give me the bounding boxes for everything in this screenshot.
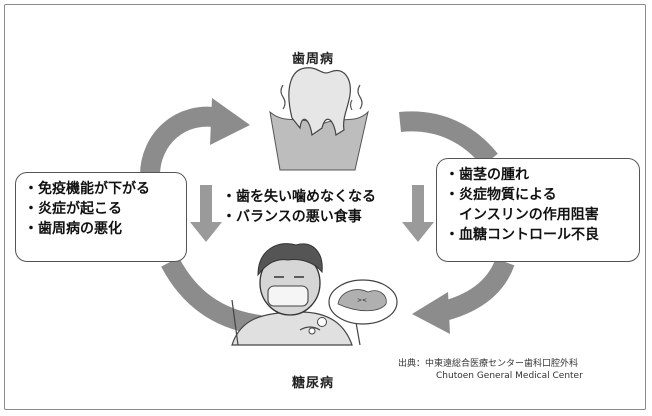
svg-text:><: >< — [357, 297, 367, 304]
right-effect-item: ・血糖コントロール不良 — [445, 227, 599, 243]
right-effect-item: インスリンの作用阻害 — [445, 207, 599, 223]
down-arrow-left-shaft — [200, 185, 212, 225]
down-arrow-right-shaft — [412, 185, 424, 225]
pancreas-thought-bubble-icon: >< — [308, 279, 398, 335]
arc-arrow-upper-left-head — [210, 98, 250, 145]
left-effects-box: ・免疫機能が下がる ・炎症が起こる ・歯周病の悪化 — [15, 172, 187, 262]
left-effect-item: ・炎症が起こる — [24, 201, 122, 217]
center-effect-item: ・バランスの悪い食事 — [222, 209, 362, 225]
source-line-ja: 出典：中東遠総合医療センター歯科口腔外科 — [398, 359, 579, 369]
diagram-frame — [4, 4, 646, 410]
arc-arrow-upper-left — [140, 106, 222, 176]
arc-arrow-lower-right — [437, 258, 515, 322]
center-effects-text: ・歯を失い噛めなくなる ・バランスの悪い食事 — [222, 187, 376, 227]
right-effect-item: ・歯茎の腫れ — [445, 167, 529, 183]
node-label-diabetes: 糖尿病 — [292, 376, 335, 391]
left-effect-item: ・歯周病の悪化 — [24, 221, 122, 237]
tooth-illustration-icon — [269, 67, 369, 171]
source-line-en: Chutoen General Medical Center — [436, 371, 583, 381]
arc-arrow-upper-right — [399, 111, 498, 167]
center-effect-item: ・歯を失い噛めなくなる — [222, 189, 376, 205]
right-effects-box: ・歯茎の腫れ ・炎症物質による インスリンの作用阻害 ・血糖コントロール不良 — [436, 158, 640, 262]
right-effect-item: ・炎症物質による — [445, 187, 557, 203]
arc-arrow-lower-right-head — [412, 292, 450, 334]
left-effect-item: ・免疫機能が下がる — [24, 181, 150, 197]
node-label-periodontal: 歯周病 — [292, 52, 335, 67]
source-citation: 出典：中東遠総合医療センター歯科口腔外科 Chutoen General Med… — [398, 358, 583, 382]
down-arrow-left-head — [190, 222, 222, 242]
down-arrow-right-head — [402, 222, 434, 242]
arc-arrow-lower-left — [161, 257, 262, 335]
